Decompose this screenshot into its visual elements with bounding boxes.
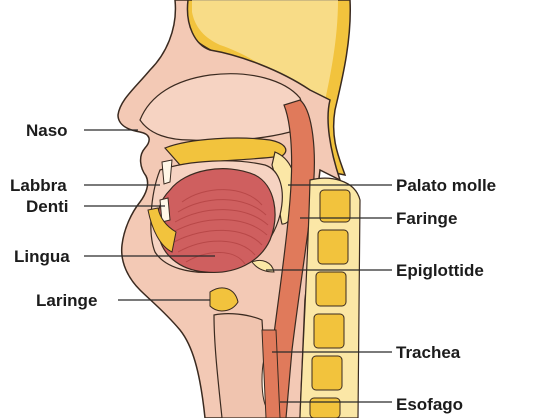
label-palato-molle: Palato molle	[396, 176, 496, 195]
label-naso: Naso	[26, 121, 68, 140]
vertebra	[318, 230, 348, 264]
tongue	[158, 169, 276, 273]
trachea	[214, 314, 268, 418]
vertebra	[310, 398, 340, 418]
vertebra	[312, 356, 342, 390]
label-lingua: Lingua	[14, 247, 70, 266]
label-trachea: Trachea	[396, 343, 461, 362]
label-faringe: Faringe	[396, 209, 457, 228]
vertebra	[316, 272, 346, 306]
label-denti: Denti	[26, 197, 69, 216]
label-labbra: Labbra	[10, 176, 67, 195]
upper-tooth	[162, 160, 172, 184]
label-epiglottide: Epiglottide	[396, 261, 484, 280]
vertebra	[320, 190, 350, 222]
label-esofago: Esofago	[396, 395, 463, 414]
vertebra	[314, 314, 344, 348]
label-laringe: Laringe	[36, 291, 97, 310]
